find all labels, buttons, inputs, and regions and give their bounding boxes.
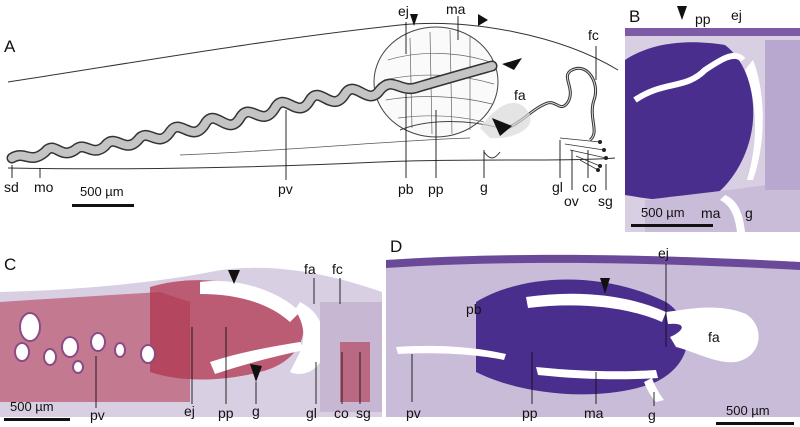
panel-c-letter: C	[4, 255, 17, 274]
label-gl: gl	[306, 405, 317, 421]
label-ma: ma	[701, 205, 721, 221]
panel-a-letter: A	[4, 37, 16, 56]
panel-a-illustration	[6, 14, 619, 190]
label-fc: fc	[588, 27, 599, 43]
panel-c-micrograph: C fa fc pv ej pp g gl co sg 500 µm	[0, 232, 382, 427]
label-sg: sg	[598, 193, 613, 209]
panel-b-scale-text: 500 µm	[641, 205, 685, 220]
label-co: co	[582, 179, 597, 195]
label-sg: sg	[356, 405, 371, 421]
label-g: g	[745, 205, 753, 221]
label-ej: ej	[398, 3, 409, 19]
label-ma: ma	[584, 405, 604, 421]
label-fa: fa	[514, 87, 526, 103]
label-pp: pp	[218, 405, 234, 421]
panel-b-scale-bar	[631, 224, 713, 227]
panel-b-micrograph: B pp ej ma g 500 µm	[625, 0, 800, 232]
label-gl: gl	[552, 179, 563, 195]
panel-a-drawing: A ej ma fc fa sd mo pv pb pp g gl ov co …	[0, 0, 625, 230]
panel-d-scale-text: 500 µm	[726, 403, 770, 418]
label-mo: mo	[34, 179, 54, 195]
label-fa: fa	[708, 329, 720, 345]
label-sd: sd	[4, 179, 19, 195]
panel-a-scale-text: 500 µm	[80, 184, 124, 199]
panel-b-image	[625, 6, 800, 232]
label-pv: pv	[278, 181, 293, 197]
label-fc: fc	[332, 261, 343, 277]
label-pp: pp	[695, 11, 711, 27]
label-co: co	[334, 405, 349, 421]
label-ej: ej	[731, 7, 742, 23]
panel-d-image	[386, 254, 800, 417]
panel-c-image	[0, 267, 382, 417]
label-pp: pp	[522, 405, 538, 421]
label-ej: ej	[658, 245, 669, 261]
label-pp: pp	[428, 181, 444, 197]
panel-d-scale-bar	[716, 422, 794, 425]
label-ej: ej	[184, 403, 195, 419]
panel-d-micrograph: D pb ej fa pv pp ma g 500 µm	[386, 232, 800, 427]
panel-c-scale-text: 500 µm	[10, 399, 54, 414]
label-ov: ov	[564, 193, 579, 209]
label-ma: ma	[446, 1, 466, 17]
label-pv: pv	[90, 407, 105, 423]
label-g: g	[648, 407, 656, 423]
label-pv: pv	[406, 405, 421, 421]
label-fa: fa	[304, 261, 316, 277]
label-pb: pb	[398, 181, 414, 197]
label-pb: pb	[466, 301, 482, 317]
panel-a-scale-bar	[72, 204, 134, 207]
panel-c-scale-bar	[4, 418, 70, 421]
label-g: g	[480, 179, 488, 195]
label-g: g	[252, 403, 260, 419]
panel-b-letter: B	[629, 7, 641, 26]
panel-d-letter: D	[390, 237, 403, 256]
